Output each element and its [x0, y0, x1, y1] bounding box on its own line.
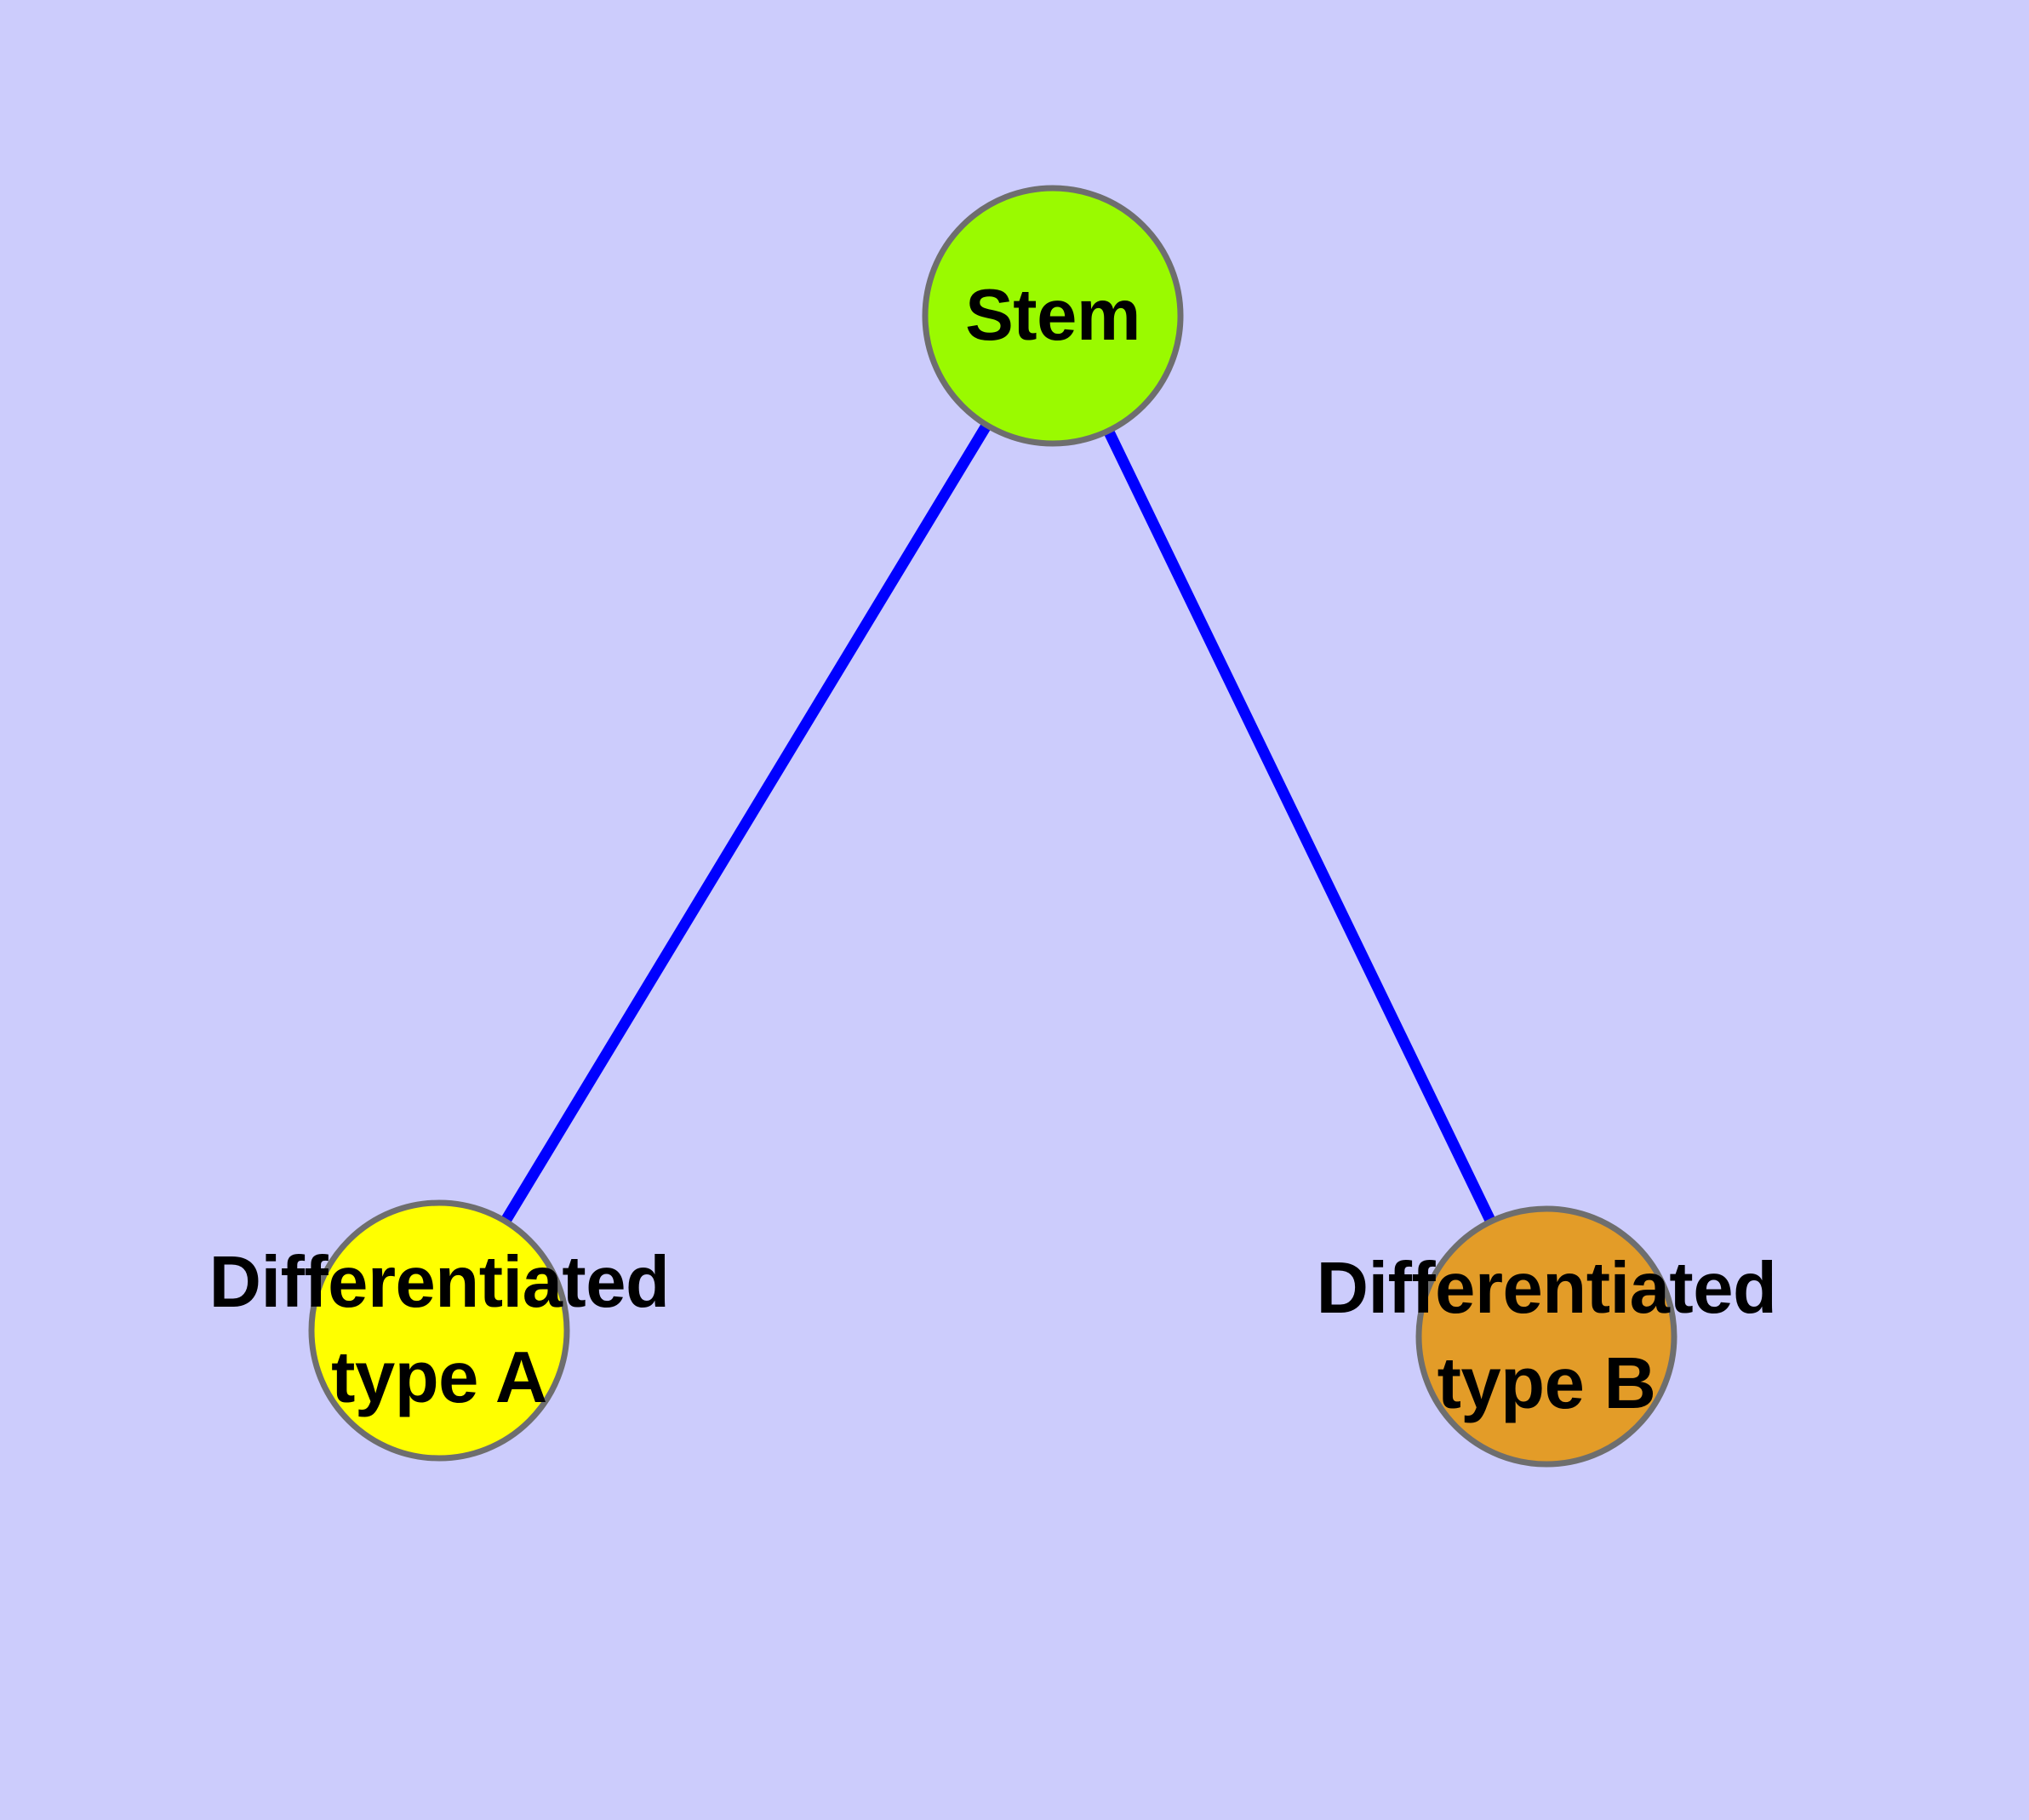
edge-stem-to-differentiated-a[interactable] — [434, 312, 1058, 1334]
node-layer — [308, 185, 1677, 1468]
edge-stem-to-differentiated-b[interactable] — [1048, 313, 1552, 1339]
node-differentiated-type-b[interactable] — [1415, 1205, 1677, 1468]
edge-layer — [434, 312, 1552, 1339]
node-stem[interactable] — [922, 185, 1184, 447]
node-differentiated-type-a[interactable] — [308, 1199, 570, 1462]
